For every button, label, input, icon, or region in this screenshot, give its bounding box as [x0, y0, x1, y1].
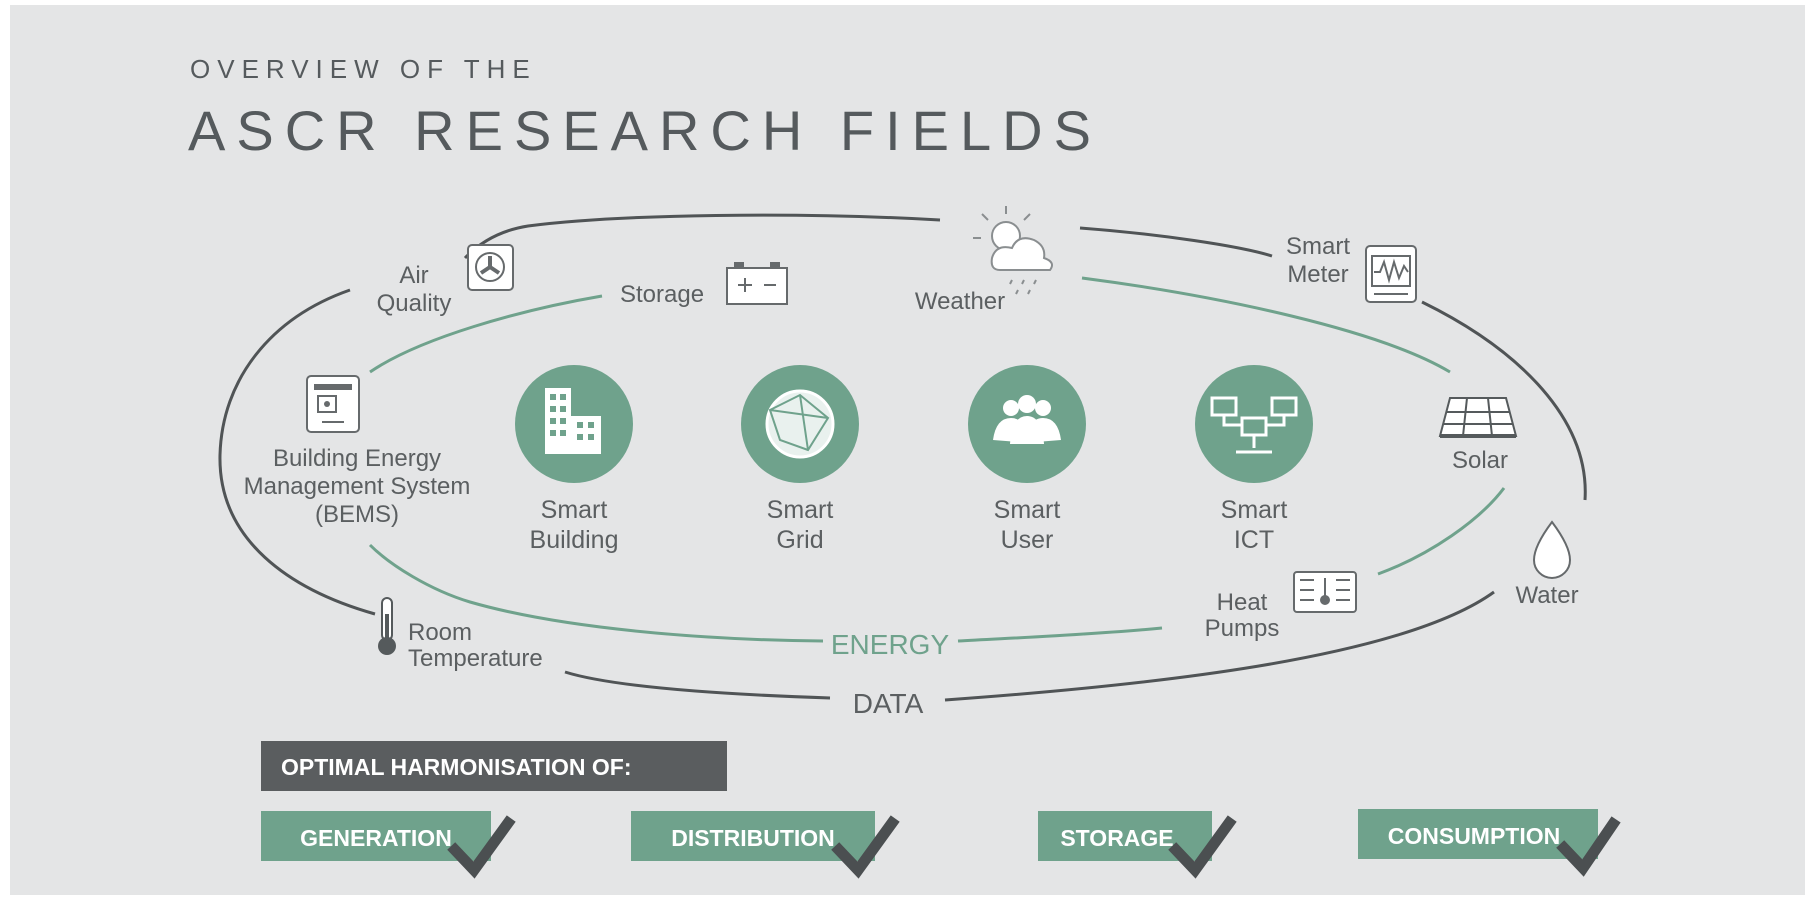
- water-label: Water: [1515, 582, 1578, 609]
- heat-pump-icon: [1293, 571, 1357, 613]
- network-computers-icon: [1210, 396, 1298, 454]
- tag-label: CONSUMPTION: [1388, 823, 1561, 849]
- checkmark-icon: [831, 815, 900, 879]
- weather-label: Weather: [915, 288, 1005, 315]
- room-temp-label-2: Temperature: [408, 645, 543, 672]
- data-label: DATA: [853, 688, 924, 719]
- heat-pumps-label-1: Heat: [1217, 589, 1268, 616]
- harmonisation-header: OPTIMAL HARMONISATION OF:: [261, 741, 727, 791]
- solar-label: Solar: [1452, 447, 1508, 474]
- field-solar: Solar: [1438, 397, 1518, 474]
- field-water: Water: [1515, 520, 1579, 609]
- tag-label: DISTRIBUTION: [671, 825, 835, 851]
- building-icon: [545, 388, 601, 454]
- tag-generation: GENERATION: [261, 811, 516, 879]
- energy-label: ENERGY: [831, 629, 950, 660]
- tag-label: GENERATION: [300, 825, 452, 851]
- hub-smart-user: Smart User: [968, 365, 1086, 554]
- smart-meter-label-1: Smart: [1286, 233, 1350, 260]
- solar-panel-icon: [1438, 397, 1518, 438]
- thermometer-icon: [378, 597, 396, 655]
- hub-label-line2: ICT: [1234, 526, 1274, 554]
- data-ring: [218, 213, 1587, 702]
- hub-label-line2: Grid: [776, 526, 823, 554]
- energy-ring: [368, 276, 1506, 643]
- checkmark-icon: [1556, 816, 1621, 877]
- control-panel-icon: [306, 375, 360, 433]
- field-smart-meter: Smart Meter: [1286, 233, 1417, 303]
- smart-meter-label-2: Meter: [1287, 261, 1348, 288]
- bems-label-2: Management System: [244, 473, 471, 500]
- hub-label-line1: Smart: [767, 496, 834, 524]
- meter-icon: [1365, 245, 1417, 303]
- bems-label-1: Building Energy: [273, 445, 441, 472]
- field-heat-pumps: Heat Pumps: [1205, 571, 1357, 642]
- field-room-temperature: Room Temperature: [378, 597, 543, 672]
- water-drop-icon: [1532, 520, 1572, 579]
- tag-consumption: CONSUMPTION: [1358, 809, 1621, 877]
- tag-storage: STORAGE: [1038, 811, 1237, 879]
- hub-smart-ict: Smart ICT: [1195, 365, 1313, 554]
- hub-label-line1: Smart: [541, 496, 608, 524]
- hub-label-line2: Building: [530, 526, 619, 554]
- storage-label: Storage: [620, 281, 704, 308]
- fan-icon: [467, 244, 514, 291]
- field-air-quality: Air Quality: [377, 244, 514, 317]
- globe-network-icon: [765, 389, 835, 459]
- room-temp-label-1: Room: [408, 619, 472, 646]
- weather-icon: [973, 206, 1053, 295]
- users-icon: [993, 395, 1061, 444]
- field-storage: Storage: [620, 262, 788, 308]
- tag-label: STORAGE: [1060, 825, 1173, 851]
- air-quality-label-1: Air: [399, 262, 428, 289]
- hub-label-line1: Smart: [1221, 496, 1288, 524]
- heat-pumps-label-2: Pumps: [1205, 615, 1280, 642]
- bems-label-3: (BEMS): [315, 501, 399, 528]
- checkmark-icon: [447, 815, 516, 879]
- harmonisation-header-text: OPTIMAL HARMONISATION OF:: [281, 754, 632, 780]
- hub-smart-building: Smart Building: [515, 365, 633, 554]
- field-bems: Building Energy Management System (BEMS): [244, 375, 471, 528]
- battery-icon: [726, 262, 788, 305]
- hub-label-line2: User: [1001, 526, 1054, 554]
- tag-distribution: DISTRIBUTION: [631, 811, 900, 879]
- header-subtitle: OVERVIEW OF THE: [190, 54, 537, 84]
- header-title: ASCR RESEARCH FIELDS: [188, 99, 1102, 162]
- air-quality-label-2: Quality: [377, 290, 452, 317]
- field-weather: Weather: [915, 206, 1053, 315]
- hub-label-line1: Smart: [994, 496, 1061, 524]
- checkmark-icon: [1168, 815, 1237, 879]
- hub-smart-grid: Smart Grid: [741, 365, 859, 554]
